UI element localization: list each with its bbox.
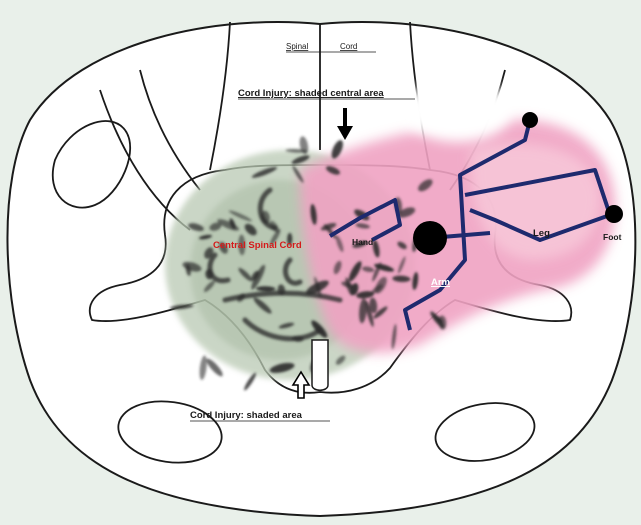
leg-label: Leg [533,228,550,239]
arm-label: Arm [431,277,450,288]
white-smudge [403,78,513,142]
central-spinal-cord-label: Central Spinal Cord [213,240,302,251]
injury-shaded-label: Cord Injury: shaded area [190,410,303,421]
foot-label: Foot [603,232,622,242]
arm-node [413,221,447,255]
foot-node [605,205,623,223]
top-node [522,112,538,128]
title-cord: Cord [340,42,357,51]
injury-central-label: Cord Injury: shaded central area [238,88,384,99]
title-spinal: Spinal [286,42,308,51]
hand-label: Hand [352,237,373,247]
central-canal [312,340,328,390]
